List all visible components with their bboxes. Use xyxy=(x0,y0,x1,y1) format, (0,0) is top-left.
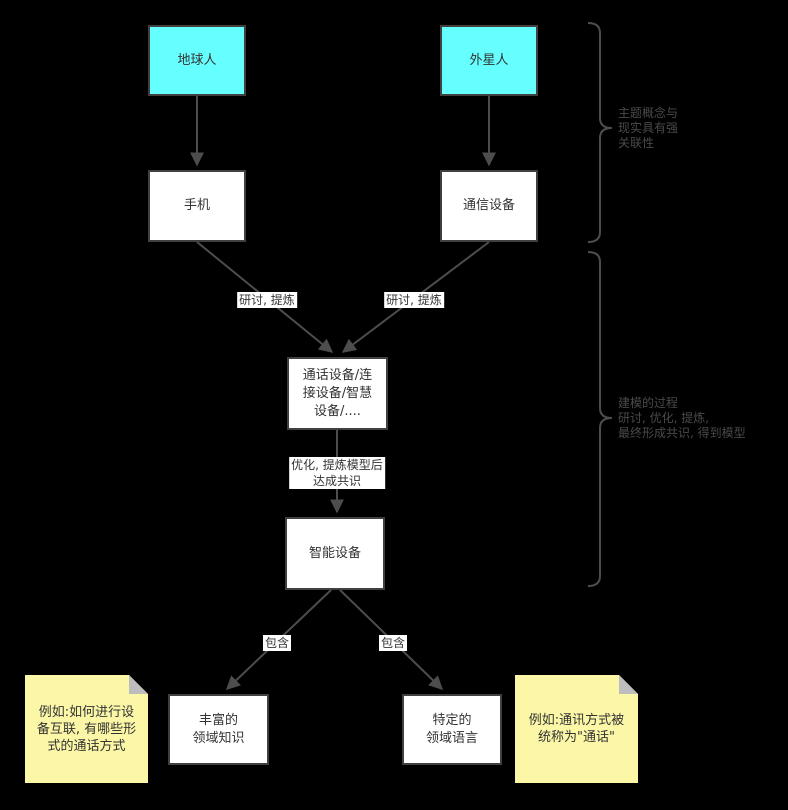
node-smart-device[interactable]: 智能设备 xyxy=(285,517,385,590)
node-alien[interactable]: 外星人 xyxy=(440,25,538,96)
edge-label-discuss-right[interactable]: 研讨, 提炼 xyxy=(384,292,444,308)
edge-label-contain-right[interactable]: 包含 xyxy=(378,635,408,651)
brace-topic-relevance[interactable] xyxy=(587,22,613,243)
brace-modeling-process[interactable] xyxy=(587,251,613,587)
node-alien-label: 外星人 xyxy=(469,52,509,68)
sticky-note-right-text: 例如:通讯方式被 统称为"通话" xyxy=(528,713,625,745)
sticky-note-left-text: 例如:如何进行设 备互联, 有哪些形 式的通话方式 xyxy=(36,704,137,754)
annotation-modeling-process[interactable]: 建模的过程 研讨, 优化, 提炼, 最终形成共识, 得到模型 xyxy=(618,396,746,440)
annotation-topic-relevance[interactable]: 主题概念与 现实具有强 关联性 xyxy=(618,106,679,150)
node-smart-device-label: 智能设备 xyxy=(308,545,361,561)
node-domain-language-label: 特定的 领域语言 xyxy=(425,712,478,746)
sticky-note-left[interactable]: 例如:如何进行设 备互联, 有哪些形 式的通话方式 xyxy=(25,675,148,783)
node-earthling[interactable]: 地球人 xyxy=(148,25,246,96)
node-comm-device[interactable]: 通信设备 xyxy=(440,170,538,242)
node-phone[interactable]: 手机 xyxy=(148,170,246,242)
node-phone-label: 手机 xyxy=(183,198,210,213)
node-comm-device-label: 通信设备 xyxy=(462,198,515,213)
node-domain-language[interactable]: 特定的 领域语言 xyxy=(402,694,502,765)
node-merged-concepts[interactable]: 通话设备/连 接设备/智慧 设备/.... xyxy=(287,357,388,430)
edge-label-optimize[interactable]: 优化, 提炼模型后 达成共识 xyxy=(289,457,385,489)
node-domain-knowledge-label: 丰富的 领域知识 xyxy=(192,712,245,746)
node-domain-knowledge[interactable]: 丰富的 领域知识 xyxy=(168,694,269,765)
edge-label-discuss-left[interactable]: 研讨, 提炼 xyxy=(237,292,297,308)
sticky-note-right[interactable]: 例如:通讯方式被 统称为"通话" xyxy=(515,675,638,783)
node-earthling-label: 地球人 xyxy=(177,52,217,68)
node-merged-concepts-label: 通话设备/连 接设备/智慧 设备/.... xyxy=(302,367,373,419)
edge-label-contain-left[interactable]: 包含 xyxy=(262,635,292,651)
